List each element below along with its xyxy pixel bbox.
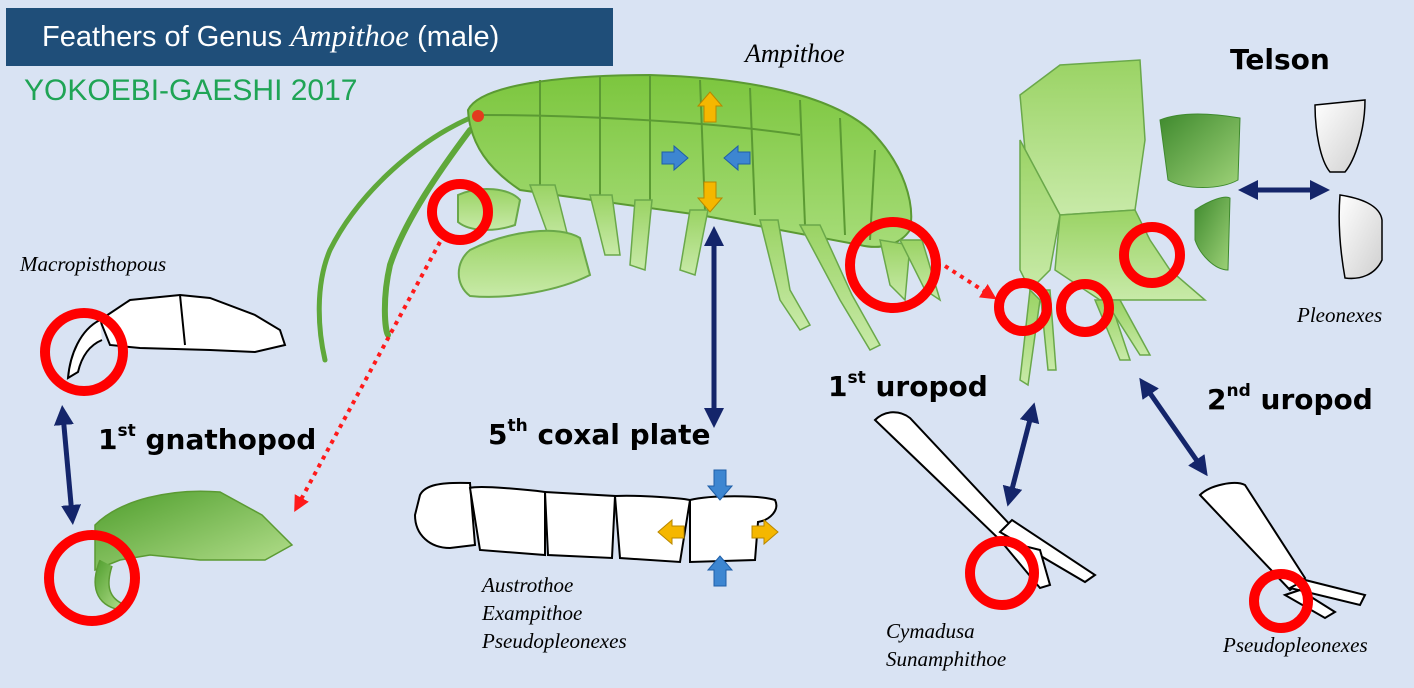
- genus-macropisthopous: Macropisthopous: [20, 252, 167, 276]
- genus-pseudopleonexes-coxal: Pseudopleonexes: [482, 629, 627, 653]
- uropod2-compare-arrow-icon: [1139, 377, 1208, 477]
- uropod1-name: uropod: [875, 370, 988, 403]
- ampithoe-telson-illustration: [1159, 113, 1241, 271]
- ampithoe-gnathopod-illustration: [94, 490, 294, 611]
- coxal-number: 5: [488, 418, 508, 451]
- uropod1-label: 1st uropod: [828, 368, 988, 403]
- cymadusa-uropod-illustration: [873, 411, 1097, 590]
- ampithoe-gnathopod-highlight-ring-icon: [44, 530, 140, 626]
- ampithoe-body-illustration: [316, 73, 942, 363]
- cymadusa-highlight-ring-icon: [965, 536, 1039, 610]
- genus-sunamphithoe: Sunamphithoe: [886, 647, 1007, 671]
- gnathopod-compare-arrow-icon: [53, 405, 82, 525]
- body-movement-arrows: [661, 91, 751, 213]
- uropod2-ordinal: nd: [1226, 381, 1251, 401]
- coxal-ordinal: th: [507, 416, 528, 436]
- title-prefix: Feathers of Genus: [42, 21, 291, 53]
- coxal-name: coxal plate: [537, 418, 711, 451]
- uropod2-label: 2nd uropod: [1207, 381, 1373, 416]
- uropod1-ordinal: st: [847, 368, 866, 388]
- uropod2-name: uropod: [1260, 383, 1373, 416]
- genus-exampithoe: Exampithoe: [482, 601, 583, 625]
- telson-highlight-ring-icon: [1119, 222, 1185, 288]
- gnathopod-name: gnathopod: [145, 423, 317, 456]
- title-bar: [6, 8, 613, 66]
- genus-pleonexes: Pleonexes: [1297, 303, 1383, 327]
- title-suffix: (male): [409, 21, 500, 53]
- telson-label: Telson: [1230, 43, 1330, 76]
- genus-cymadusa: Cymadusa: [886, 619, 975, 643]
- genus-austrothoe: Austrothoe: [482, 573, 574, 597]
- uropod2-highlight-ring-icon: [1056, 279, 1114, 337]
- uropod2-number: 2: [1207, 383, 1227, 416]
- coxal-plate-illustration: [413, 481, 778, 564]
- gnathopod-highlight-ring-icon: [427, 179, 493, 245]
- pseudopleonexes-uropod-illustration: [1198, 482, 1367, 620]
- title-genus: Ampithoe: [290, 18, 410, 53]
- urosome-dotted-arrow-icon: [943, 264, 997, 300]
- credit-text: YOKOEBI-GAESHI 2017: [24, 74, 358, 107]
- main-specimen-label: Ampithoe: [745, 39, 845, 68]
- page-title: Feathers of Genus Ampithoe (male): [42, 16, 499, 57]
- uropod1-number: 1: [828, 370, 848, 403]
- urosome-illustration: [1019, 59, 1208, 387]
- pseudopleonexes-highlight-ring-icon: [1249, 569, 1313, 633]
- pleonexes-telson-illustration: [1314, 99, 1383, 280]
- urosome-highlight-ring-icon: [845, 217, 941, 313]
- macropisthopous-gnathopod-illustration: [66, 293, 287, 380]
- gnathopod-label: 1st gnathopod: [98, 421, 317, 456]
- uropod1-compare-arrow-icon: [1002, 402, 1040, 507]
- coxal-plate-label: 5th coxal plate: [488, 416, 711, 451]
- macropisthopous-highlight-ring-icon: [40, 308, 128, 396]
- genus-pseudopleonexes-uropod: Pseudopleonexes: [1223, 633, 1368, 657]
- coxal-movement-arrows: [657, 469, 779, 587]
- gnathopod-ordinal: st: [117, 421, 136, 441]
- uropod1-highlight-ring-icon: [994, 278, 1052, 336]
- gnathopod-number: 1: [98, 423, 118, 456]
